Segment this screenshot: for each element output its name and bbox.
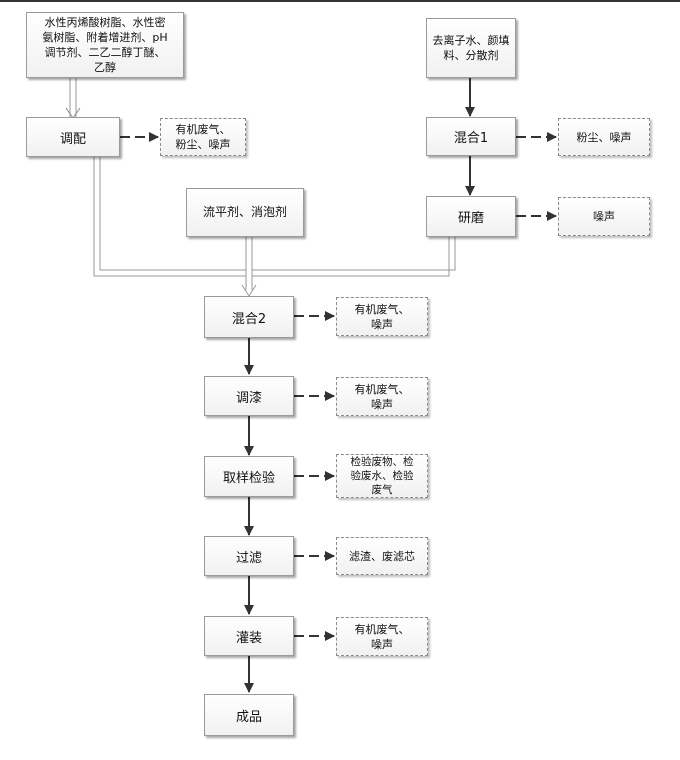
output-fill-label: 有机废气、 噪声 [354, 622, 410, 651]
arrow-raw-to-blend [65, 78, 81, 119]
output-mix2: 有机废气、 噪声 [336, 297, 428, 336]
step-filter: 过滤 [204, 536, 294, 576]
input-raw-right-label: 去离子水、颜填 料、分散剂 [432, 34, 510, 62]
step-blend: 调配 [26, 117, 120, 157]
step-product-label: 成品 [235, 709, 262, 725]
input-raw-left-label: 水性丙烯酸树脂、水性密 氨树脂、附着增进剂、pH 调节剂、二乙二醇丁醚、 乙醇 [42, 16, 168, 74]
step-sample-label: 取样检验 [222, 471, 275, 486]
output-mix2-label: 有机废气、 噪声 [354, 302, 410, 331]
input-leveling-label: 流平剂、消泡剂 [202, 205, 287, 219]
step-mix1-label: 混合1 [453, 131, 489, 146]
output-sample-label: 检验废物、检 验废水、检验 废气 [350, 456, 414, 496]
step-fill-label: 灌装 [235, 630, 262, 646]
output-blend: 有机废气、 粉尘、噪声 [160, 118, 246, 156]
output-blend-label: 有机废气、 粉尘、噪声 [175, 123, 231, 151]
step-blend-label: 调配 [59, 131, 86, 147]
output-sample: 检验废物、检 验废水、检验 废气 [336, 454, 428, 498]
output-fill: 有机废气、 噪声 [336, 617, 428, 656]
step-filter-label: 过滤 [235, 550, 262, 566]
step-paint: 调漆 [204, 376, 294, 416]
step-grind: 研磨 [426, 196, 516, 237]
step-paint-label: 调漆 [235, 390, 262, 406]
step-fill: 灌装 [204, 616, 294, 656]
step-mix2: 混合2 [204, 296, 294, 338]
step-mix1: 混合1 [426, 117, 516, 156]
output-mix1: 粉尘、噪声 [558, 118, 650, 156]
output-filter: 滤渣、废滤芯 [336, 537, 428, 575]
step-product: 成品 [204, 694, 294, 736]
merge-lines [93, 157, 456, 297]
output-paint: 有机废气、 噪声 [336, 377, 428, 416]
input-leveling: 流平剂、消泡剂 [186, 188, 304, 237]
output-grind: 噪声 [558, 197, 650, 236]
step-grind-label: 研磨 [457, 211, 484, 226]
input-raw-right: 去离子水、颜填 料、分散剂 [426, 18, 516, 78]
output-mix1-label: 粉尘、噪声 [576, 130, 632, 144]
output-grind-label: 噪声 [593, 210, 615, 223]
output-filter-label: 滤渣、废滤芯 [349, 549, 415, 563]
input-raw-left: 水性丙烯酸树脂、水性密 氨树脂、附着增进剂、pH 调节剂、二乙二醇丁醚、 乙醇 [26, 12, 184, 78]
top-border-line [0, 0, 680, 2]
step-mix2-label: 混合2 [231, 311, 267, 327]
step-sample: 取样检验 [204, 456, 294, 497]
output-paint-label: 有机废气、 噪声 [354, 382, 410, 411]
